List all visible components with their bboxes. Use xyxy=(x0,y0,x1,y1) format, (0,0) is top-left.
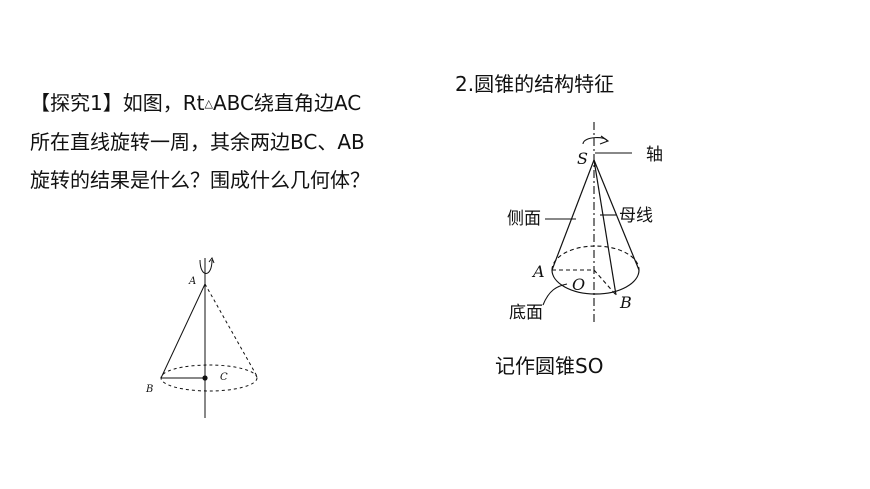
exploration-question: 【探究1】如图，Rt△ABC绕直角边AC 所在直线旋转一周，其余两边BC、AB … xyxy=(30,84,400,199)
section-title: 2.圆锥的结构特征 xyxy=(455,72,615,96)
cone-left-side xyxy=(551,159,595,271)
point-c xyxy=(202,375,208,381)
rotating-triangle-figure: A B C xyxy=(145,256,259,418)
label-s: S xyxy=(577,149,588,168)
question-line-2: 所在直线旋转一周，其余两边BC、AB xyxy=(30,130,365,154)
base-front-arc xyxy=(551,269,640,295)
label-o: O xyxy=(572,275,585,294)
label-c: C xyxy=(220,372,228,383)
label-b: B xyxy=(145,384,153,395)
radius-ob xyxy=(593,269,617,296)
label-a: A xyxy=(188,276,196,287)
callout-base: 底面 xyxy=(509,303,543,323)
callout-axis: 轴 xyxy=(646,145,663,165)
hypotenuse-ab xyxy=(160,283,206,379)
dashed-generatrix xyxy=(204,283,259,379)
cone-notation: 记作圆锥SO xyxy=(495,354,604,378)
base-leader xyxy=(542,283,568,306)
triangle-symbol: △ xyxy=(204,97,213,110)
base-back-arc xyxy=(551,245,640,271)
cone-structure-figure: S A O B 轴 侧面 母线 底面 xyxy=(507,122,663,325)
rotation-arrow-icon xyxy=(199,259,213,274)
question-line-3: 旋转的结果是什么？围成什么几何体？ xyxy=(30,168,370,192)
callout-side: 侧面 xyxy=(507,209,541,229)
question-line-1: 【探究1】如图，Rt△ABC绕直角边AC xyxy=(30,91,362,115)
callout-generatrix: 母线 xyxy=(619,206,653,226)
generatrix-sb xyxy=(593,159,617,296)
label-a: A xyxy=(531,262,545,281)
dashed-base-ellipse xyxy=(160,364,258,392)
label-b: B xyxy=(619,293,632,312)
exploration-label: 【探究1】 xyxy=(30,91,123,115)
cone-right-side xyxy=(593,159,640,271)
